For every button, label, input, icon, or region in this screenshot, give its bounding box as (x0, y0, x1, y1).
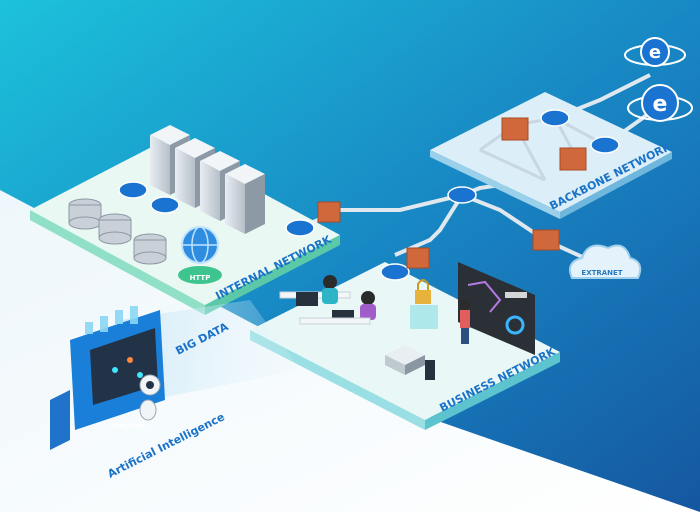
internet-explorer-icon: e e (624, 37, 693, 122)
data-beam (120, 300, 300, 400)
machine-label: Machine (112, 422, 145, 430)
database-icon (68, 198, 167, 265)
router-icon (118, 109, 620, 281)
presentation-board-icon (458, 262, 535, 355)
internal-platform (30, 140, 340, 315)
svg-text:e: e (653, 92, 668, 117)
http-label: HTTP (190, 274, 211, 282)
svg-text:e: e (649, 42, 661, 63)
extranet-label: EXTRANET (581, 269, 622, 277)
server-rack-icon (150, 125, 265, 234)
lock-icon (410, 279, 438, 329)
firewall-icon (317, 117, 587, 269)
workstation-icon (279, 275, 376, 325)
printer-icon (385, 345, 435, 380)
http-globe-icon: HTTP (178, 226, 222, 284)
backbone-platform (430, 92, 672, 219)
white-floor (0, 190, 700, 512)
robot-icon: Machine (50, 306, 165, 450)
cloud-icon: EXTRANET (569, 244, 642, 279)
